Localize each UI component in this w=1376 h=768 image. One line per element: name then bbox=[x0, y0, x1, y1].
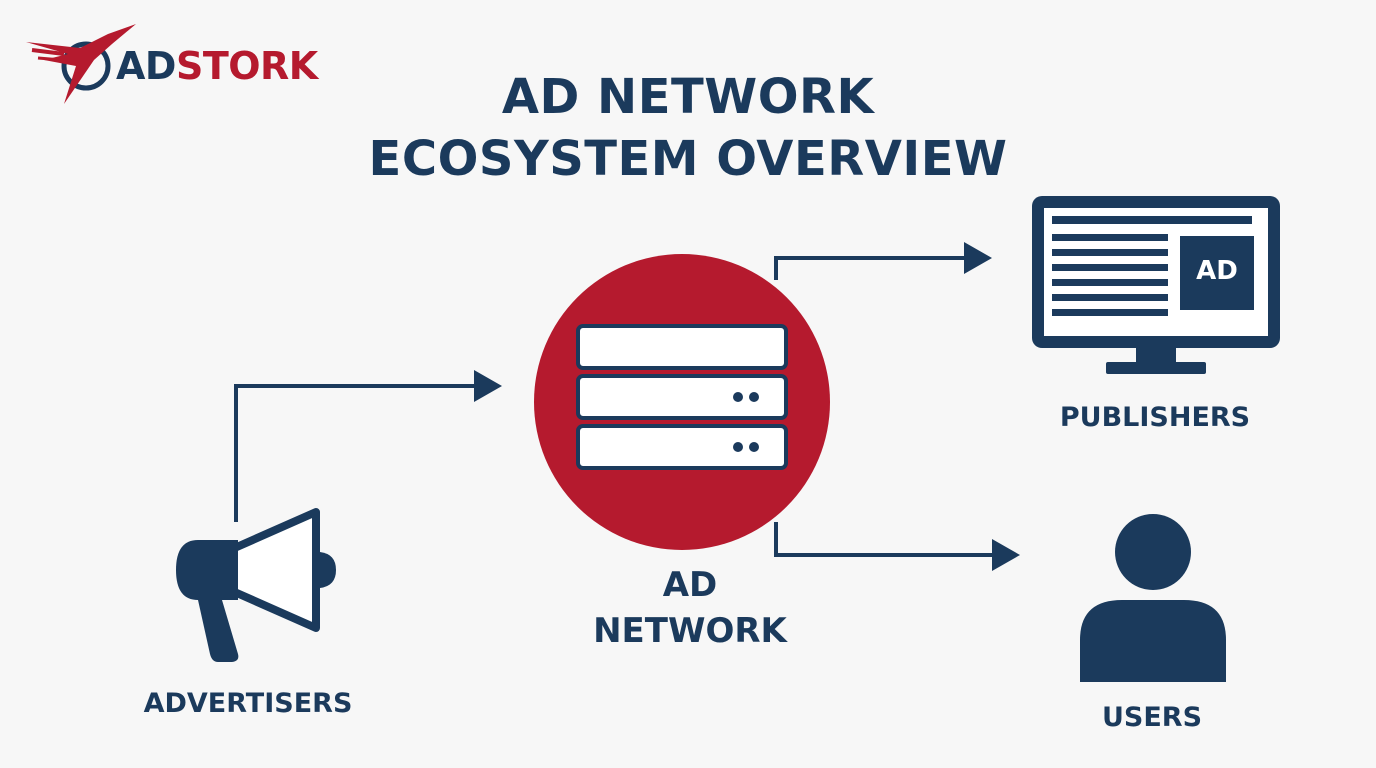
arrowhead-users bbox=[992, 539, 1020, 571]
brand-part-stork: STORK bbox=[175, 44, 318, 88]
connector-network-users bbox=[774, 522, 996, 557]
brand-part-ad: AD bbox=[116, 44, 176, 88]
label-ad-network: AD NETWORK bbox=[560, 562, 820, 654]
arrowhead-network bbox=[474, 370, 502, 402]
brand-logo: ADSTORK bbox=[116, 44, 318, 88]
label-ad-network-line-1: AD bbox=[662, 565, 718, 605]
connector-network-publishers bbox=[774, 256, 968, 280]
title-line-2: ECOSYSTEM OVERVIEW bbox=[368, 131, 1008, 187]
arrowhead-publishers bbox=[964, 242, 992, 274]
label-advertisers: ADVERTISERS bbox=[143, 688, 353, 719]
title-line-1: AD NETWORK bbox=[501, 69, 875, 125]
page-title: AD NETWORK ECOSYSTEM OVERVIEW bbox=[288, 66, 1088, 190]
label-users: USERS bbox=[1101, 702, 1203, 733]
megaphone-icon bbox=[176, 508, 336, 662]
connector-advertisers-network bbox=[234, 384, 478, 522]
label-publishers: PUBLISHERS bbox=[1059, 402, 1251, 433]
user-icon bbox=[1080, 514, 1226, 682]
label-ad-network-line-2: NETWORK bbox=[593, 611, 787, 651]
server-icon bbox=[534, 254, 830, 550]
publisher-ad-text: AD bbox=[1196, 256, 1238, 286]
monitor-icon bbox=[1032, 196, 1280, 374]
stork-logo-icon bbox=[26, 24, 136, 104]
